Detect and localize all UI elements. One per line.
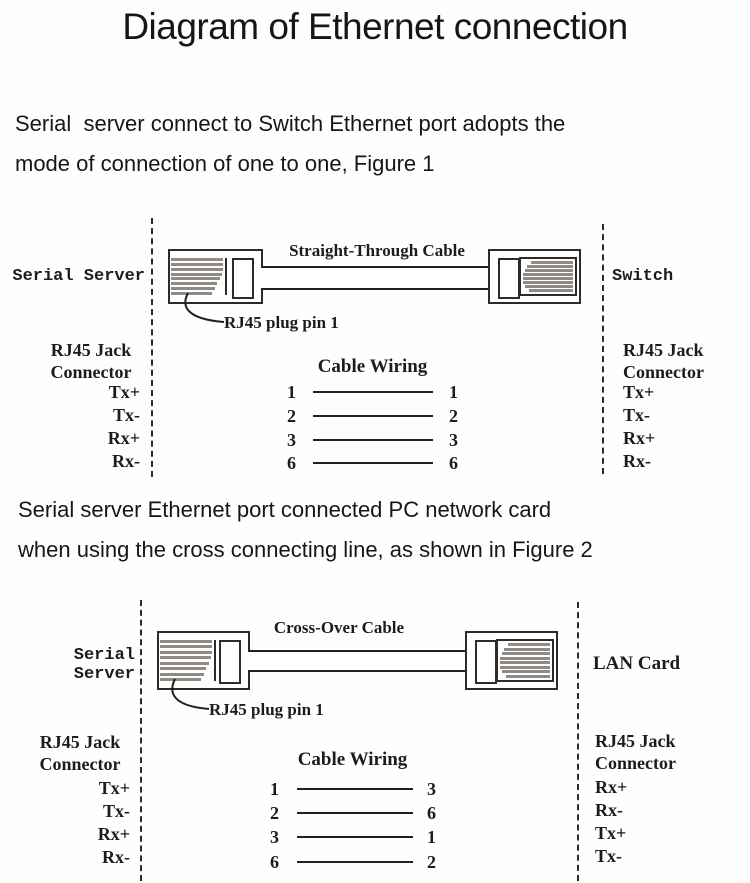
wire-right-pin: 3 bbox=[449, 430, 458, 450]
figure1-left-pin-labels: Tx+ Tx- Rx+ Rx- bbox=[38, 381, 140, 473]
rj45-pins-graphic bbox=[160, 640, 216, 681]
pin-label: Tx- bbox=[623, 405, 650, 425]
pin-label: Rx- bbox=[112, 451, 140, 471]
pin-label: Rx+ bbox=[595, 777, 628, 797]
figure2-left-jack-title: RJ45 Jack Connector bbox=[25, 731, 135, 775]
figure2-wiring-row: 6 2 bbox=[255, 851, 455, 873]
pin-label: Tx+ bbox=[623, 382, 655, 402]
jack-title-line1: RJ45 Jack bbox=[39, 732, 121, 752]
figure2-left-dashed-separator bbox=[140, 600, 142, 881]
intro-paragraph-2-line-2: when using the cross connecting line, as… bbox=[18, 537, 593, 562]
figure1-wiring-row: 3 3 bbox=[272, 429, 472, 451]
intro-paragraph-1-line-1: Serial server connect to Switch Ethernet… bbox=[15, 111, 566, 136]
figure2-wiring-row: 1 3 bbox=[255, 778, 455, 800]
pin-label: Rx+ bbox=[107, 428, 140, 448]
figure1-right-dashed-separator bbox=[602, 224, 604, 474]
pin-label: Tx+ bbox=[595, 823, 627, 843]
jack-title-line2: Connector bbox=[50, 362, 132, 382]
wire-left-pin: 2 bbox=[287, 406, 296, 426]
wire-left-pin: 1 bbox=[287, 382, 296, 402]
wire-left-pin: 6 bbox=[287, 453, 296, 473]
intro-paragraph-2-line-1: Serial server Ethernet port connected PC… bbox=[18, 497, 552, 522]
rj45-latch-graphic bbox=[219, 640, 241, 684]
figure2-right-jack-title: RJ45 Jack Connector bbox=[595, 730, 676, 774]
wire-line bbox=[313, 462, 433, 464]
figure2-right-rj45-plug-graphic bbox=[465, 631, 558, 690]
intro-paragraph-1-line-2: mode of connection of one to one, Figure… bbox=[15, 151, 435, 176]
pin-label: Rx- bbox=[595, 800, 623, 820]
figure2-right-pin-labels: Rx+ Rx- Tx+ Tx- bbox=[595, 776, 627, 868]
figure1-cable-graphic bbox=[261, 266, 488, 290]
figure1-left-rj45-plug-graphic bbox=[168, 249, 263, 304]
figure1-cable-type-label: Straight-Through Cable bbox=[289, 241, 465, 260]
jack-title-line1: RJ45 Jack bbox=[50, 340, 132, 360]
pin-label: Rx+ bbox=[97, 824, 130, 844]
wire-line bbox=[313, 439, 433, 441]
jack-title-line1: RJ45 Jack bbox=[623, 340, 704, 360]
rj45-latch-graphic bbox=[475, 640, 497, 684]
jack-title-line2: Connector bbox=[595, 753, 676, 773]
figure2-left-device-label: Serial Server bbox=[73, 646, 135, 684]
wire-line bbox=[313, 391, 433, 393]
wire-left-pin: 1 bbox=[270, 779, 279, 799]
figure1-wiring-row: 2 2 bbox=[272, 405, 472, 427]
wire-right-pin: 1 bbox=[449, 382, 458, 402]
figure1-wiring-title: Cable Wiring bbox=[317, 356, 428, 377]
rj45-latch-graphic bbox=[232, 258, 254, 299]
figure1-left-dashed-separator bbox=[151, 218, 153, 477]
wire-right-pin: 3 bbox=[427, 779, 436, 799]
figure1-left-device-label: Serial Server bbox=[12, 267, 145, 286]
wire-left-pin: 3 bbox=[287, 430, 296, 450]
pin-label: Tx- bbox=[113, 405, 140, 425]
wire-line bbox=[313, 415, 433, 417]
pin-label: Rx+ bbox=[623, 428, 656, 448]
figure2-cable-type-label: Cross-Over Cable bbox=[273, 618, 405, 637]
figure2-cable-graphic bbox=[248, 650, 465, 672]
figure1-plug-note: RJ45 plug pin 1 bbox=[224, 313, 339, 332]
wire-left-pin: 3 bbox=[270, 827, 279, 847]
figure1-wiring-row: 1 1 bbox=[272, 381, 472, 403]
figure2-right-dashed-separator bbox=[577, 602, 579, 881]
figure2-wiring-row: 3 1 bbox=[255, 826, 455, 848]
figure1-right-pin-labels: Tx+ Tx- Rx+ Rx- bbox=[623, 381, 655, 473]
figure1-wiring-row: 6 6 bbox=[272, 452, 472, 474]
wire-line bbox=[297, 861, 413, 863]
wire-right-pin: 6 bbox=[449, 453, 458, 473]
pin-label: Tx+ bbox=[98, 778, 130, 798]
wire-line bbox=[297, 788, 413, 790]
wire-right-pin: 6 bbox=[427, 803, 436, 823]
figure1-plug-pointer-curve bbox=[184, 292, 225, 323]
wire-right-pin: 2 bbox=[427, 852, 436, 872]
rj45-pins-graphic bbox=[171, 258, 227, 295]
figure1-right-rj45-plug-graphic bbox=[488, 249, 581, 304]
figure2-right-device-label: LAN Card bbox=[593, 653, 681, 674]
wire-left-pin: 2 bbox=[270, 803, 279, 823]
jack-title-line1: RJ45 Jack bbox=[595, 731, 676, 751]
jack-title-line2: Connector bbox=[39, 754, 121, 774]
rj45-pins-graphic bbox=[519, 257, 577, 296]
figure2-wiring-row: 2 6 bbox=[255, 802, 455, 824]
wire-line bbox=[297, 836, 413, 838]
wire-right-pin: 2 bbox=[449, 406, 458, 426]
pin-label: Tx+ bbox=[108, 382, 140, 402]
rj45-latch-graphic bbox=[498, 258, 520, 299]
figure2-plug-note: RJ45 plug pin 1 bbox=[209, 700, 324, 719]
figure1-left-jack-title: RJ45 Jack Connector bbox=[36, 339, 146, 383]
figure2-plug-pointer-curve bbox=[171, 678, 210, 710]
pin-label: Tx- bbox=[595, 846, 622, 866]
jack-title-line2: Connector bbox=[623, 362, 704, 382]
figure1-right-device-label: Switch bbox=[612, 267, 674, 286]
rj45-pins-graphic bbox=[496, 639, 554, 682]
pin-label: Rx- bbox=[623, 451, 651, 471]
figure2-wiring-title: Cable Wiring bbox=[297, 749, 408, 770]
pin-label: Rx- bbox=[102, 847, 130, 867]
wire-line bbox=[297, 812, 413, 814]
figure1-right-jack-title: RJ45 Jack Connector bbox=[623, 339, 704, 383]
figure2-left-pin-labels: Tx+ Tx- Rx+ Rx- bbox=[28, 777, 130, 869]
page-title: Diagram of Ethernet connection bbox=[122, 6, 628, 47]
wire-right-pin: 1 bbox=[427, 827, 436, 847]
pin-label: Tx- bbox=[103, 801, 130, 821]
wire-left-pin: 6 bbox=[270, 852, 279, 872]
